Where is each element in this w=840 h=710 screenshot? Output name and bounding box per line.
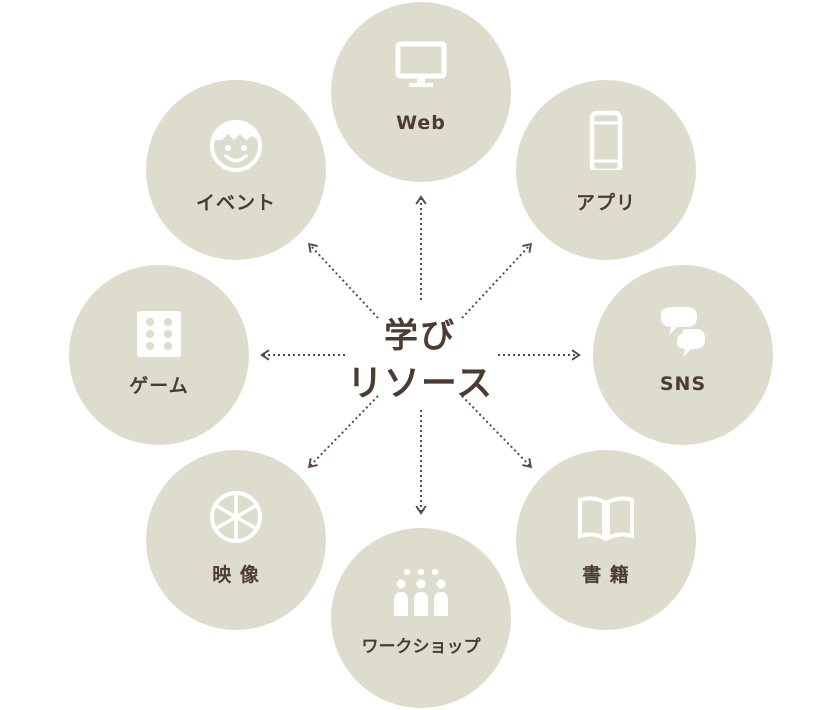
arrow-to-app [461, 242, 532, 319]
node-label-sns: SNS [659, 373, 707, 395]
smiling-face-icon [210, 120, 262, 172]
node-label-workshop: ワークショップ [361, 637, 481, 657]
node-label-app: アプリ [575, 192, 636, 214]
arrow-to-event [308, 242, 379, 319]
node-sns[interactable]: SNS [593, 265, 773, 445]
speech-bubbles-icon [661, 307, 705, 357]
node-label-video: 映 像 [212, 564, 260, 586]
node-web[interactable]: Web [331, 2, 511, 182]
dice-icon [137, 311, 181, 357]
center-title: 学び リソース [330, 312, 510, 408]
open-book-icon [578, 496, 634, 542]
arrow-to-books [461, 395, 533, 469]
node-label-game: ゲーム [129, 375, 189, 397]
node-label-web: Web [396, 112, 446, 134]
center-title-line1: 学び [384, 316, 456, 356]
node-app[interactable]: アプリ [516, 80, 696, 260]
node-workshop[interactable]: ワークショップ [331, 528, 511, 708]
monitor-icon [395, 41, 447, 87]
smartphone-icon [589, 110, 623, 170]
people-group-icon [394, 568, 448, 616]
node-video[interactable]: 映 像 [146, 450, 326, 630]
node-event[interactable]: イベント [146, 80, 326, 260]
node-label-books: 書 籍 [582, 564, 630, 586]
node-game[interactable]: ゲーム [69, 265, 249, 445]
arrow-to-video [307, 395, 379, 469]
center-title-line2: リソース [346, 363, 494, 404]
film-reel-icon [210, 491, 262, 543]
node-books[interactable]: 書 籍 [516, 450, 696, 630]
node-label-event: イベント [195, 192, 276, 214]
